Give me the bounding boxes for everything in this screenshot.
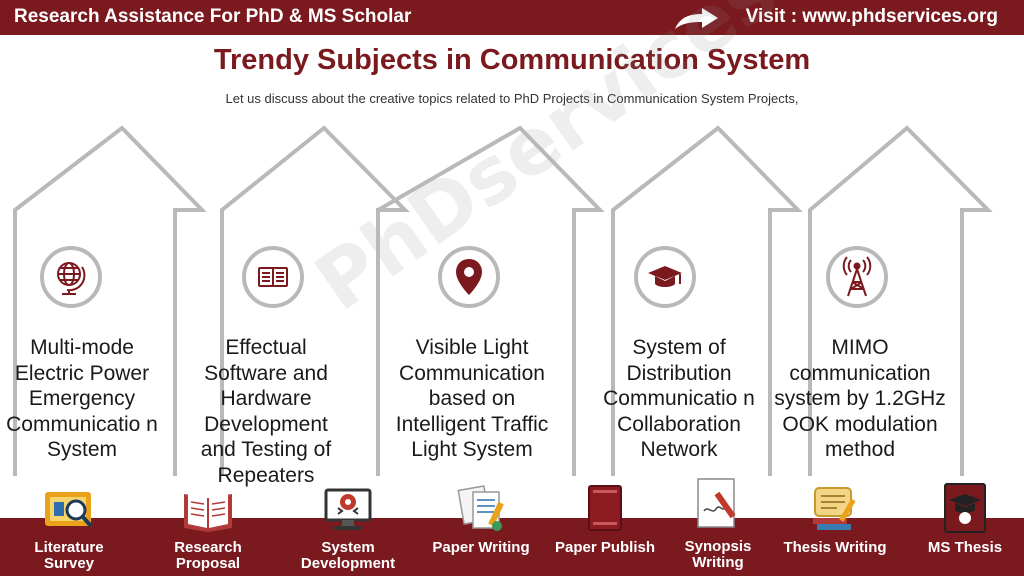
topic-icon-circle-1 (40, 246, 102, 308)
location-pin-icon (456, 259, 482, 295)
service-label: Synopsis Writing (684, 538, 752, 571)
topic-text-4: System of Distribution Communicatio n Co… (603, 336, 755, 461)
services-bar (0, 518, 1024, 576)
research-proposal-icon (184, 492, 232, 532)
service-research-proposal[interactable]: Research Proposal (148, 0, 268, 576)
page-subtitle: Let us discuss about the creative topics… (225, 91, 799, 106)
synopsis-writing-icon (697, 478, 736, 528)
arrow-outline-5 (808, 125, 993, 476)
page-title: Trendy Subjects in Communication System (213, 44, 811, 76)
arrow-outline-3 (376, 125, 605, 476)
service-paper-publish[interactable]: Paper Publish (545, 0, 665, 576)
globe-icon (57, 262, 86, 295)
graduation-cap-icon (648, 266, 682, 287)
antenna-tower-icon (842, 256, 872, 297)
ms-thesis-icon (944, 483, 986, 533)
topic-text-3: Visible Light Communication based on Int… (395, 336, 549, 461)
service-literature-survey[interactable]: Literature Survey (9, 0, 129, 576)
book-icon (258, 267, 288, 287)
service-thesis-writing[interactable]: Thesis Writing (775, 0, 895, 576)
service-ms-thesis[interactable]: MS Thesis (905, 0, 1024, 576)
service-paper-writing[interactable]: Paper Writing (421, 0, 541, 576)
service-label: Paper Publish (554, 539, 656, 556)
paper-publish-icon (588, 485, 622, 531)
topic-text-2: Effectual Software and Hardware Developm… (200, 336, 332, 487)
service-system-development[interactable]: System Development (288, 0, 408, 576)
topic-text-5: MIMO communication system by 1.2GHz OOK … (774, 336, 946, 461)
thesis-writing-icon (813, 487, 856, 530)
system-development-icon (324, 488, 372, 530)
service-label: Research Proposal (174, 539, 242, 572)
header-bar: Research Assistance For PhD & MS Scholar… (0, 0, 1024, 35)
arrow-outline-1 (13, 125, 207, 476)
literature-survey-icon (45, 492, 93, 528)
topic-icon-circle-5 (826, 246, 888, 308)
service-label: Thesis Writing (783, 539, 887, 556)
service-label: Literature Survey (34, 539, 104, 572)
service-label: MS Thesis (927, 539, 1003, 556)
paper-writing-icon (457, 485, 504, 531)
topic-icon-circle-4 (634, 246, 696, 308)
topic-icon-circle-3 (438, 246, 500, 308)
topic-icon-circle-2 (242, 246, 304, 308)
service-label: Paper Writing (432, 539, 530, 556)
visit-website-link[interactable]: Visit : www.phdservices.org (745, 6, 998, 27)
service-label: System Development (300, 539, 396, 572)
right-curved-arrow-icon (675, 8, 718, 29)
topic-text-1: Multi-mode Electric Power Emergency Comm… (6, 336, 158, 461)
arrow-outline-4 (611, 125, 803, 476)
brand-text: Research Assistance For PhD & MS Scholar (14, 6, 412, 27)
service-synopsis-writing[interactable]: Synopsis Writing (658, 0, 778, 576)
